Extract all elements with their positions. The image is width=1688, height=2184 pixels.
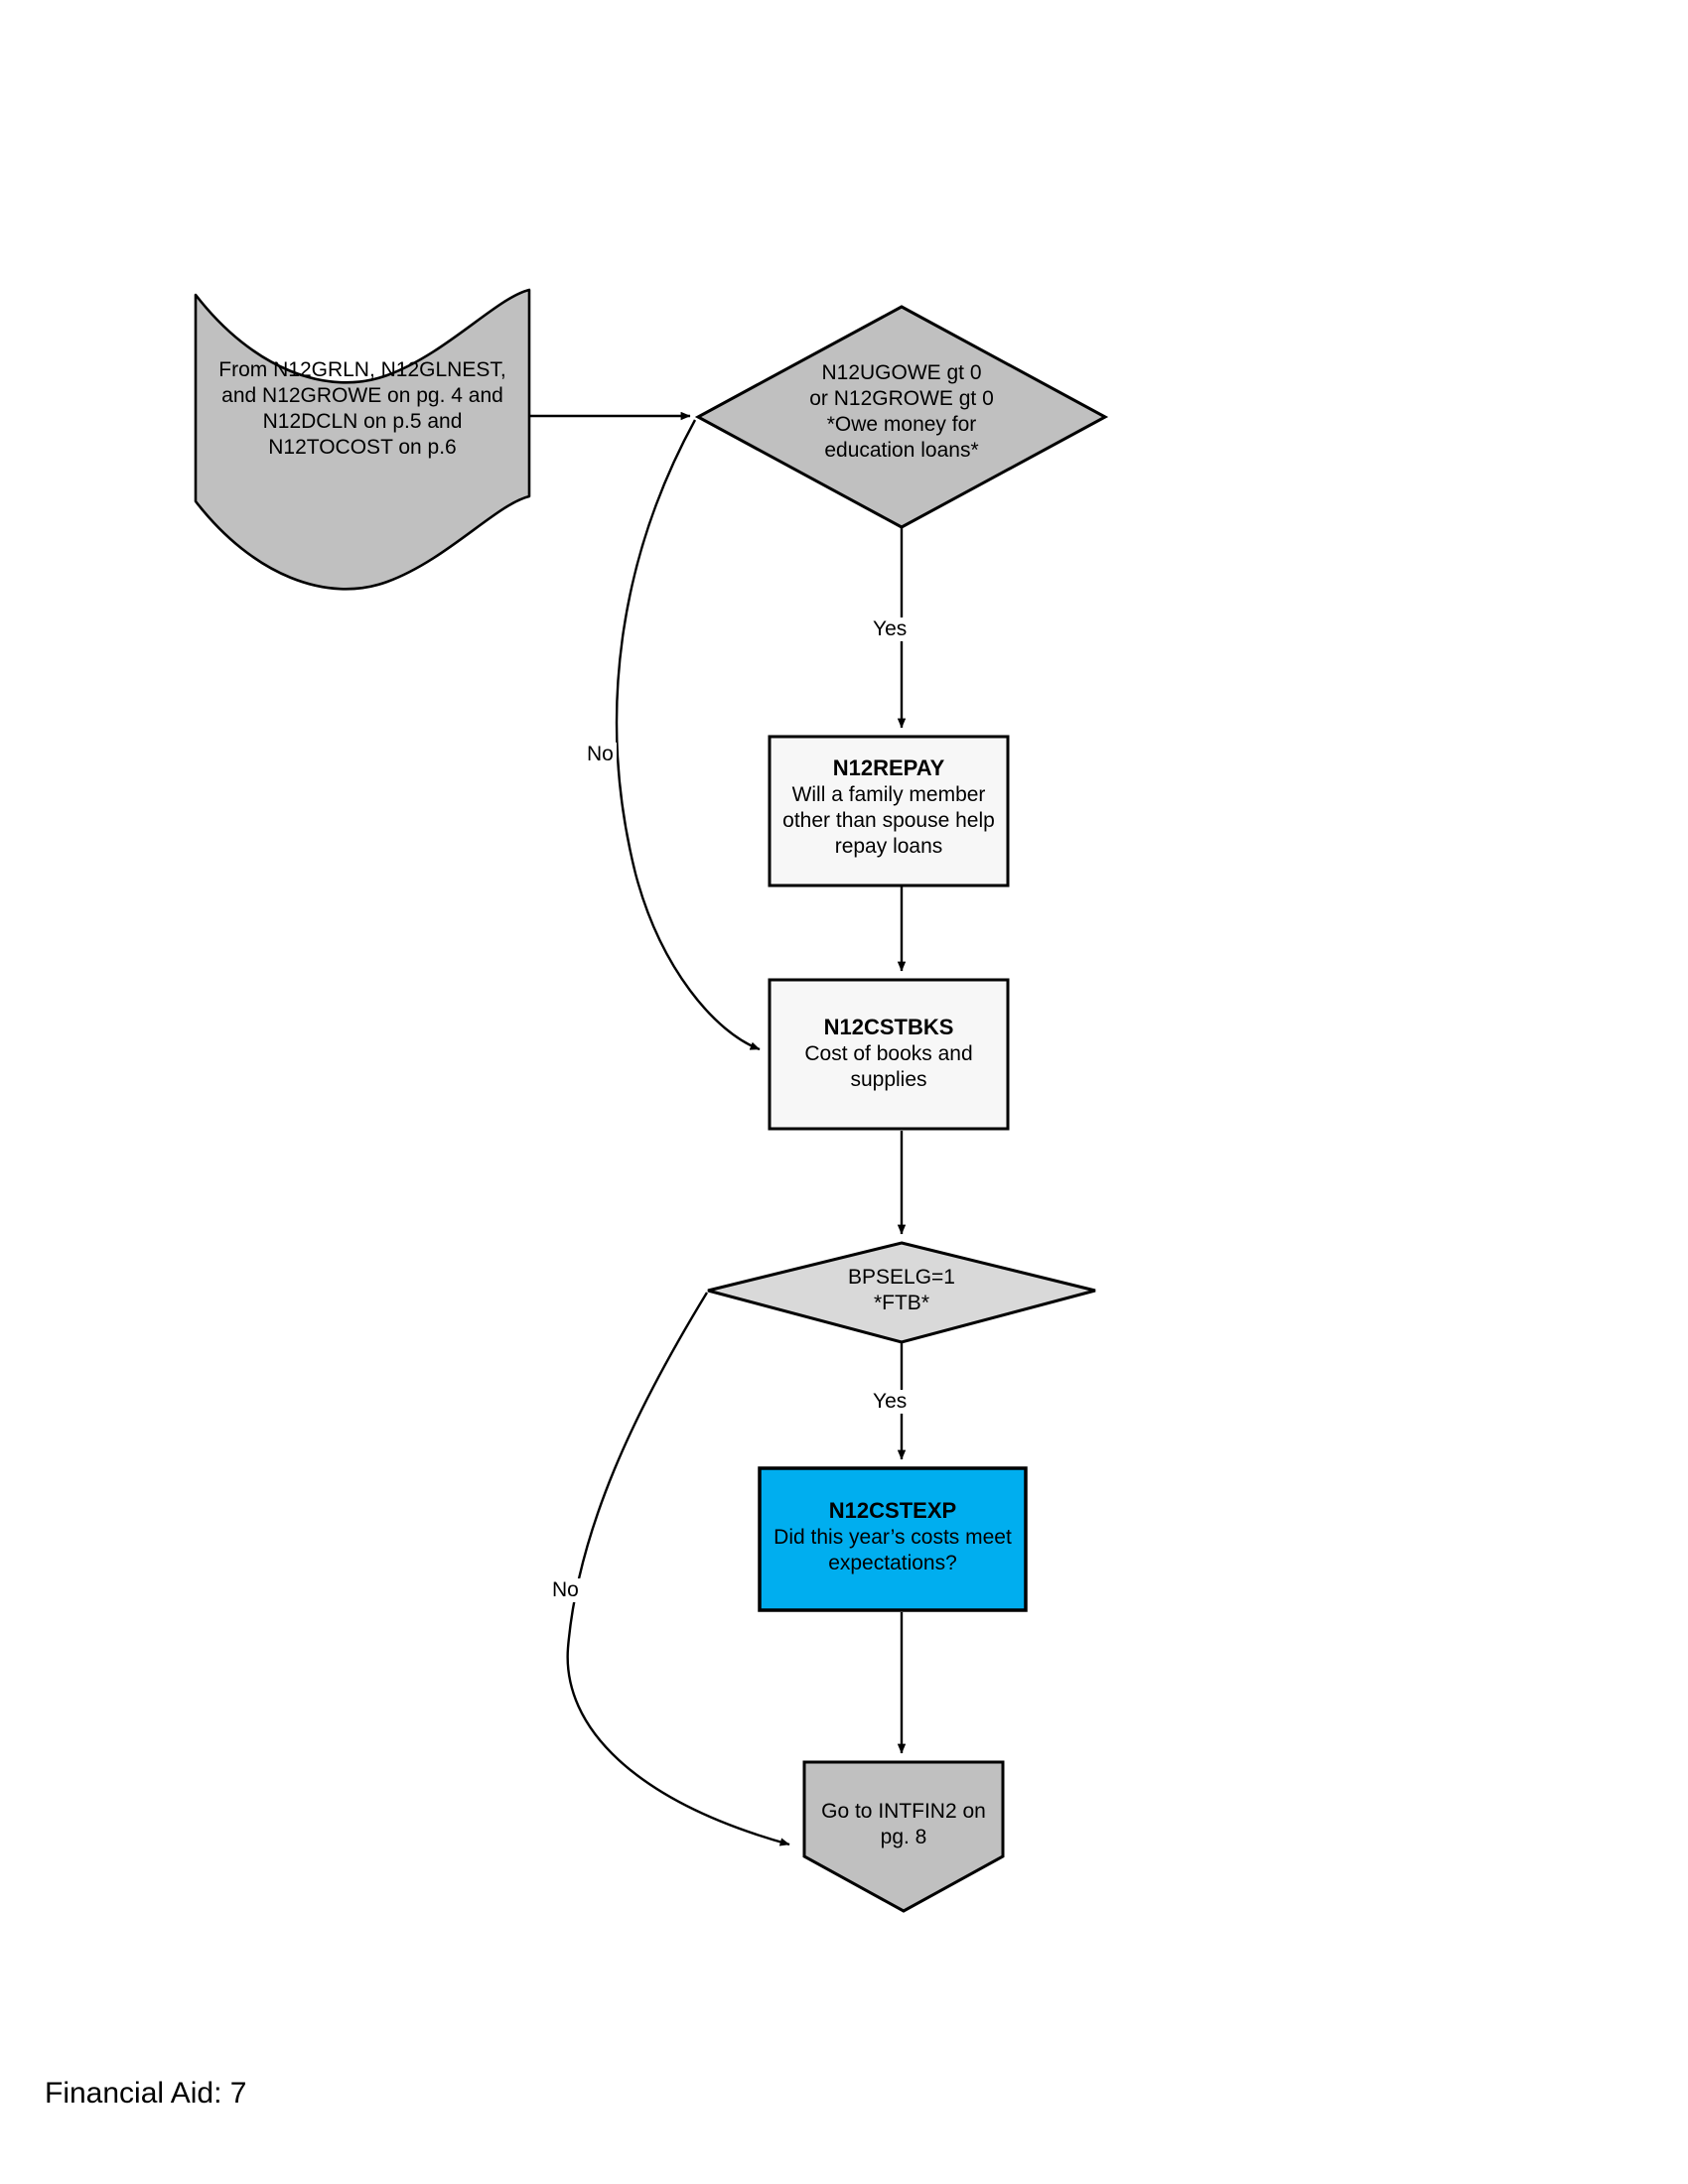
cstexp-node[interactable]: [760, 1468, 1026, 1610]
decision-bpselg-shape: [707, 1241, 1096, 1344]
edge-bpselg-no: [566, 1292, 790, 1846]
repay-shape: [768, 735, 1010, 887]
entry-flag-shape: [194, 288, 531, 591]
decision-bpselg-node[interactable]: [708, 1243, 1095, 1342]
cstbks-node[interactable]: [770, 980, 1008, 1129]
edge-label-owe-no: No: [584, 743, 617, 766]
repay-node[interactable]: [770, 737, 1008, 886]
decision-owe-node[interactable]: [698, 307, 1105, 527]
edge-label-bpselg-no: No: [549, 1578, 582, 1602]
edge-owe-no: [615, 419, 761, 1051]
edge-label-bpselg-yes: Yes: [870, 1390, 911, 1414]
edge-label-owe-yes: Yes: [870, 617, 911, 641]
goto-intfin2-node[interactable]: [804, 1762, 1003, 1911]
cstbks-shape: [768, 978, 1010, 1131]
cstexp-shape: [758, 1466, 1028, 1612]
goto-intfin2-shape: [802, 1760, 1005, 1913]
page-footer: Financial Aid: 7: [45, 2077, 247, 2110]
decision-owe-shape: [694, 305, 1109, 529]
entry-flag-node[interactable]: [196, 295, 529, 583]
